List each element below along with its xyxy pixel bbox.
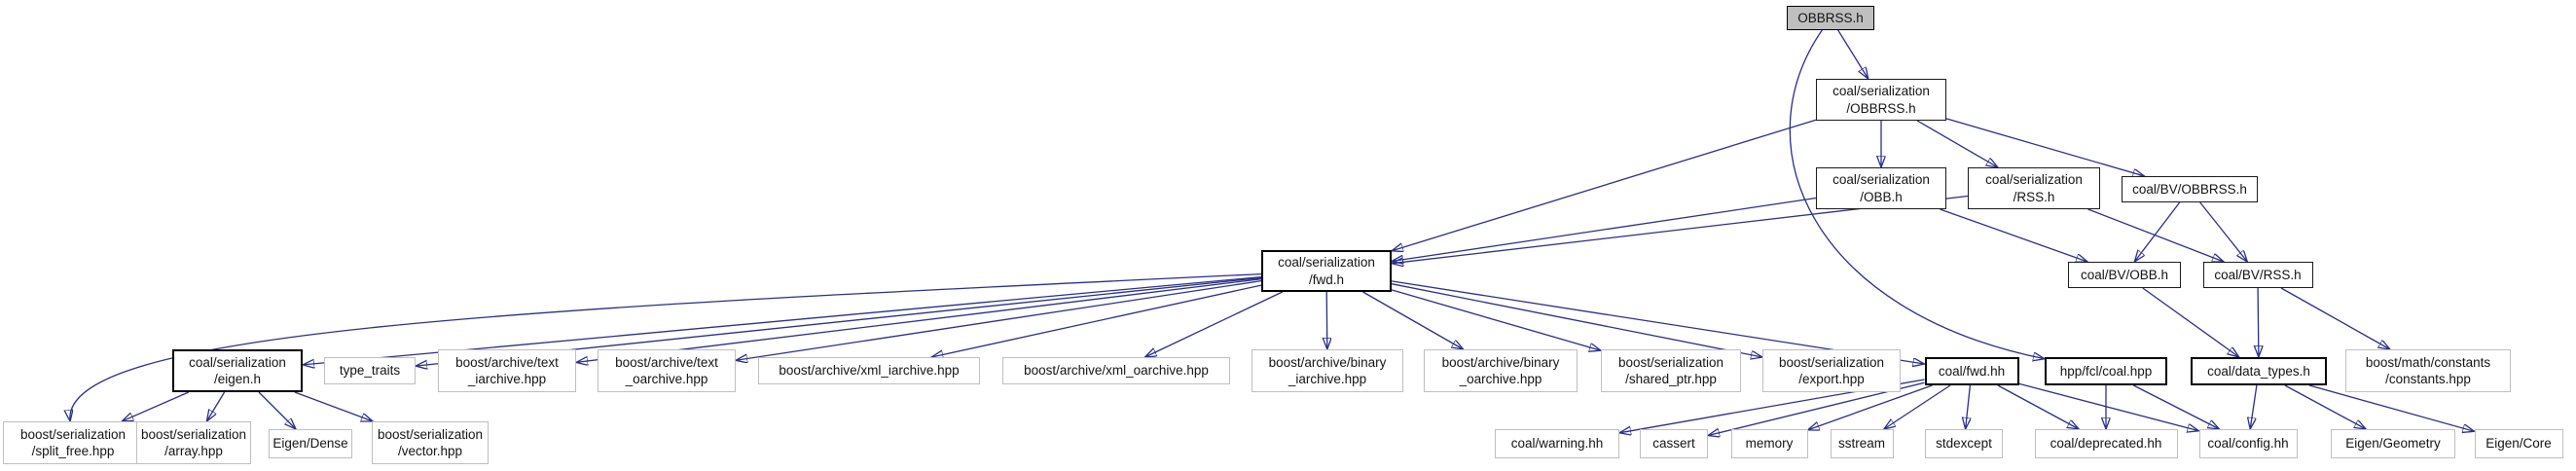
graph-node-s_obbrss[interactable]: coal/serialization /OBBRSS.h: [1816, 79, 1946, 121]
dependency-edge-s_obbrss-s_fwd: [1392, 119, 1817, 251]
dependency-edge-eigen-dense: [258, 391, 296, 429]
graph-node-text_o: boost/archive/text _oarchive.hpp: [598, 349, 736, 392]
dependency-edge-hfc-config: [2133, 384, 2219, 429]
graph-node-shared_ptr: boost/serialization /shared_ptr.hpp: [1601, 349, 1741, 392]
dependency-edge-s_fwd-bin_o: [1362, 291, 1464, 349]
dependency-edge-eigen-vectorh: [294, 391, 373, 421]
graph-node-bv_rss[interactable]: coal/BV/RSS.h: [2202, 262, 2313, 288]
dependency-edge-s_obb-bv_obb: [1940, 208, 2087, 262]
dependency-edge-bv_obbrss-bv_rss: [2199, 201, 2248, 262]
graph-node-constants: boost/math/constants /constants.hpp: [2345, 349, 2511, 392]
dependency-edge-eigen-arrayh: [206, 391, 226, 421]
dependency-edge-root-s_obbrss: [1837, 29, 1869, 79]
dependency-edge-coal_fwd-config: [2018, 382, 2199, 431]
dependency-edge-coal_fwd-deprecated: [1997, 384, 2079, 429]
dependency-edge-s_obbrss-bv_obbrss: [1945, 118, 2145, 176]
edges-layer: [70, 29, 2475, 436]
graph-node-xml_i: boost/archive/xml_iarchive.hpp: [758, 357, 980, 384]
graph-node-stdexcept: stdexcept: [1925, 429, 2003, 458]
dependency-edge-s_obbrss-s_rss: [1916, 120, 1998, 167]
graph-node-dense: Eigen/Dense: [269, 429, 352, 458]
graph-node-coal_fwd[interactable]: coal/fwd.hh: [1924, 357, 2019, 385]
dependency-edge-s_fwd-exporth: [1391, 283, 1762, 357]
graph-node-exporth: boost/serialization /export.hpp: [1762, 349, 1901, 392]
dependency-edge-s_fwd-shared_ptr: [1391, 289, 1601, 350]
dependency-edge-data_types-core: [2308, 384, 2475, 431]
graph-node-bin_o: boost/archive/binary _oarchive.hpp: [1424, 349, 1578, 392]
dependency-edge-bv_obbrss-bv_obb: [2134, 201, 2181, 262]
graph-node-root: OBBRSS.h: [1787, 6, 1874, 30]
graph-node-bv_obbrss[interactable]: coal/BV/OBBRSS.h: [2122, 176, 2258, 202]
graph-node-s_obb[interactable]: coal/serialization /OBB.h: [1816, 167, 1946, 209]
graph-node-type_traits: type_traits: [324, 357, 416, 384]
dependency-edge-s_rss-bv_rss: [2087, 208, 2225, 262]
dependency-edge-s_obb-s_fwd: [1392, 197, 1817, 262]
dependency-edge-s_fwd-bin_i: [1326, 291, 1327, 349]
graph-node-warning: coal/warning.hh: [1495, 429, 1619, 458]
graph-node-bin_i: boost/archive/binary _iarchive.hpp: [1252, 349, 1403, 392]
dependency-edge-coal_fwd-memory: [1808, 384, 1933, 430]
graph-node-s_rss[interactable]: coal/serialization /RSS.h: [1968, 167, 2100, 209]
graph-node-s_fwd[interactable]: coal/serialization /fwd.h: [1261, 250, 1392, 292]
graph-node-data_types[interactable]: coal/data_types.h: [2191, 357, 2327, 385]
dependency-edge-s_fwd-xml_i: [931, 284, 1262, 357]
graph-node-xml_o: boost/archive/xml_oarchive.hpp: [1002, 357, 1230, 384]
dependency-edge-bv_rss-constants: [2280, 287, 2390, 349]
dependency-edge-data_types-config: [2250, 384, 2258, 429]
graph-node-bv_obb[interactable]: coal/BV/OBB.h: [2068, 262, 2181, 288]
graph-node-vectorh: boost/serialization /vector.hpp: [372, 421, 489, 464]
graph-node-hfc[interactable]: hpp/fcl/coal.hpp: [2045, 357, 2167, 385]
graph-node-geometry: Eigen/Geometry: [2331, 429, 2455, 458]
graph-node-config: coal/config.hh: [2198, 429, 2298, 458]
graph-node-core: Eigen/Core: [2474, 429, 2563, 458]
dependency-edge-s_fwd-xml_o: [1145, 291, 1283, 357]
graph-node-split_free: boost/serialization /split_free.hpp: [2, 421, 144, 464]
dependency-edge-s_fwd-text_o: [736, 279, 1262, 361]
graph-node-eigen[interactable]: coal/serialization /eigen.h: [172, 349, 303, 392]
dependency-edge-eigen-split_free: [122, 391, 190, 421]
graph-node-cassert: cassert: [1640, 429, 1708, 458]
dependency-edge-bv_obb-data_types: [2142, 287, 2239, 357]
dependency-edge-s_fwd-text_i: [576, 278, 1262, 363]
dependency-edge-coal_fwd-sstream: [1884, 384, 1951, 429]
dependency-edge-s_fwd-split_free: [70, 272, 1262, 421]
graph-node-deprecated: coal/deprecated.hh: [2034, 429, 2178, 458]
graph-node-arrayh: boost/serialization /array.hpp: [136, 421, 251, 464]
graph-node-memory: memory: [1730, 429, 1808, 458]
dependency-edge-bv_rss-data_types: [2258, 287, 2259, 357]
dependency-edge-data_types-geometry: [2284, 384, 2366, 429]
dependency-edge-root-hfc: [1789, 29, 2045, 359]
graph-node-sstream: sstream: [1830, 429, 1894, 458]
graph-node-text_i: boost/archive/text _iarchive.hpp: [438, 349, 576, 392]
dependency-edge-coal_fwd-stdexcept: [1966, 384, 1971, 429]
